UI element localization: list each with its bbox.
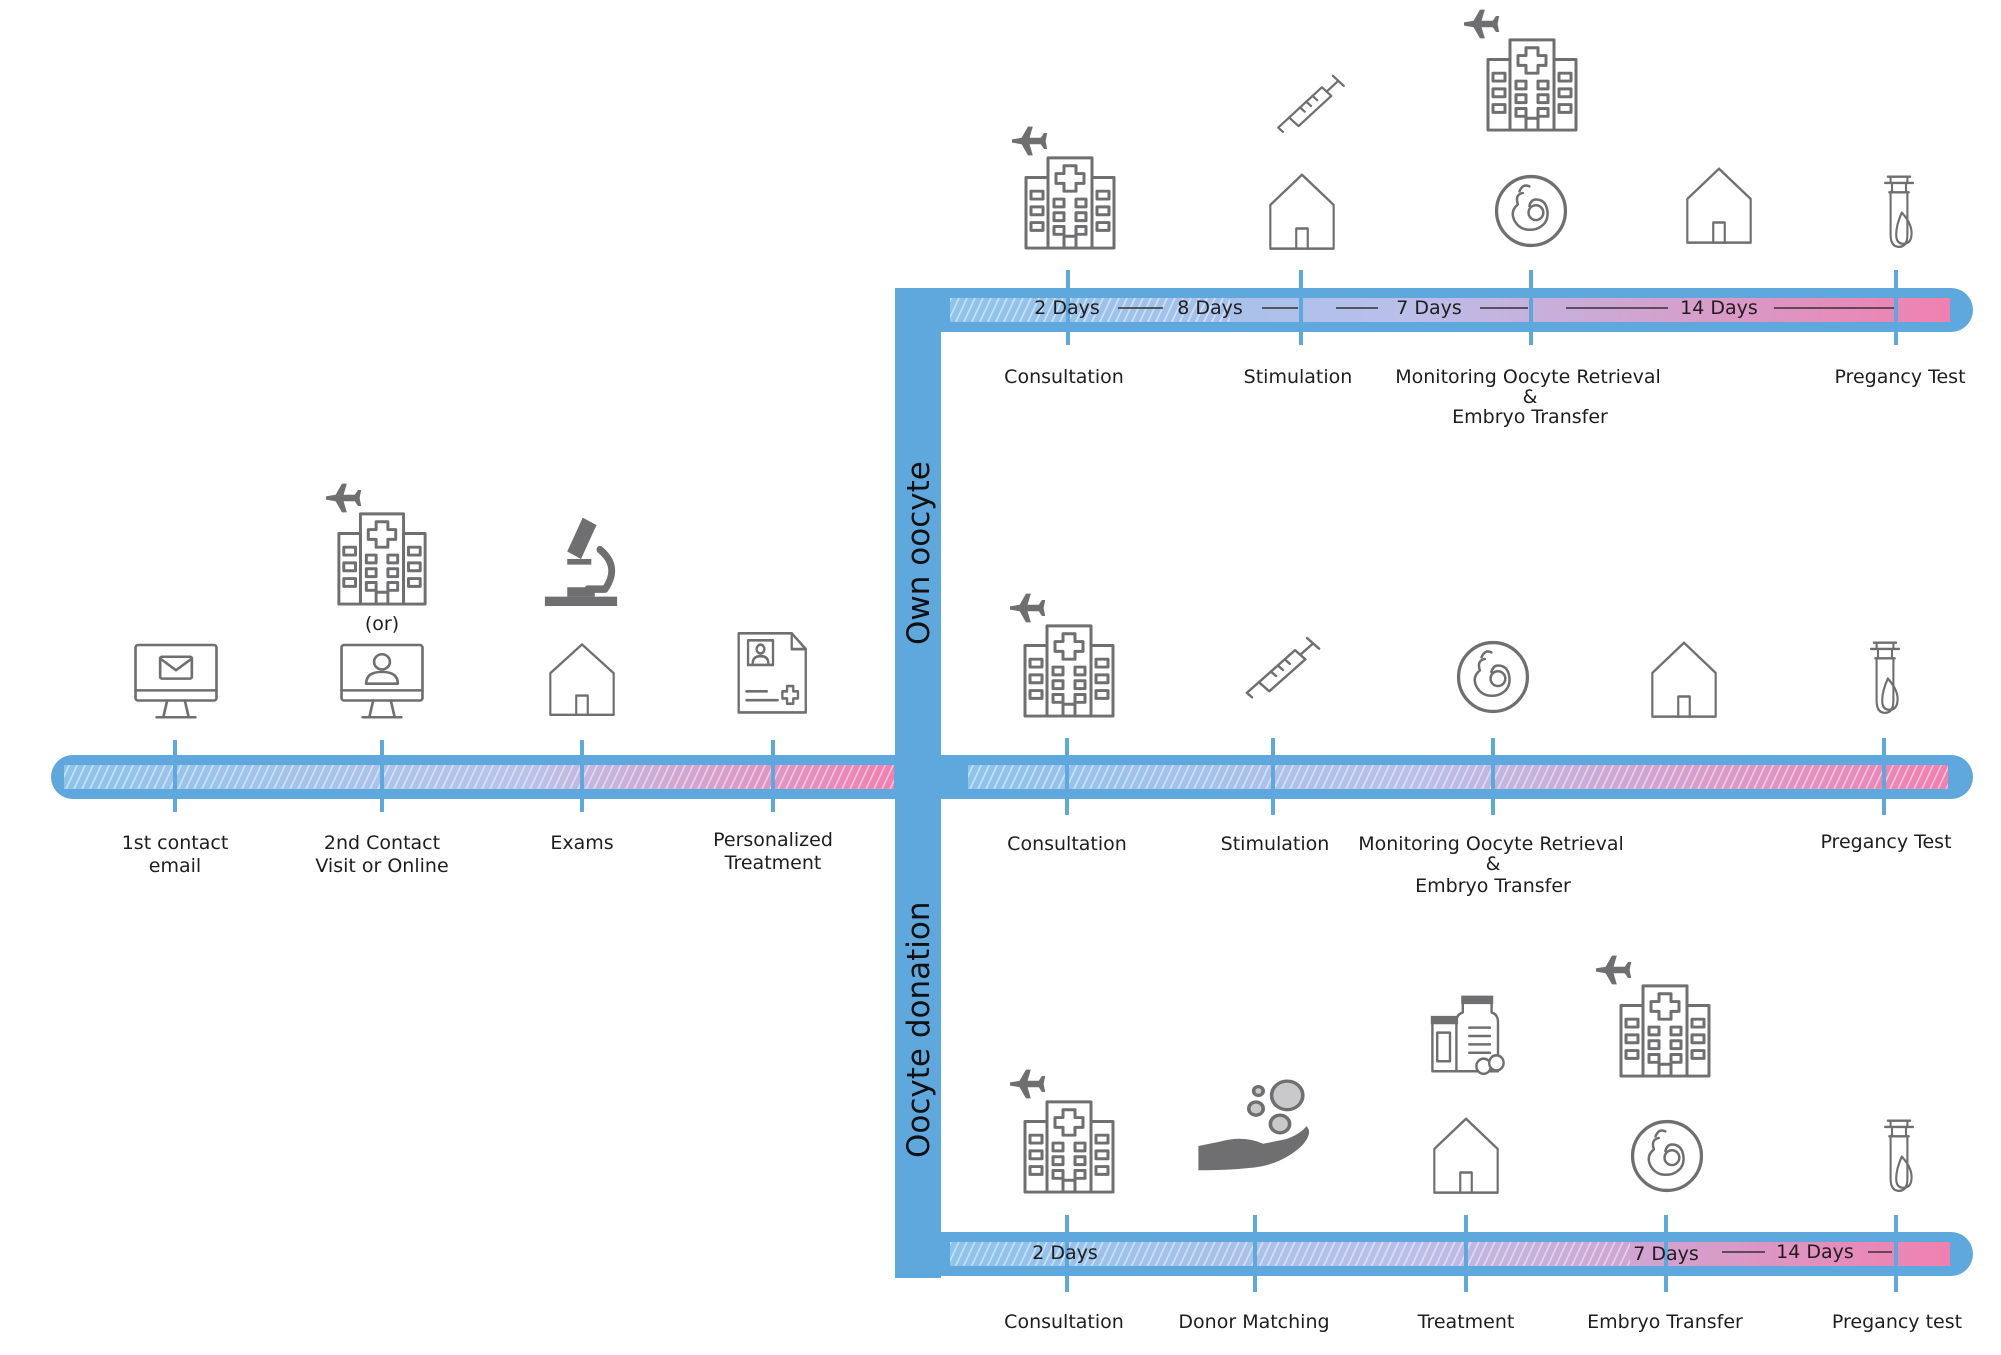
donation-step-4-label: Embryo Transfer	[1587, 1311, 1743, 1333]
medical-folder-icon	[737, 631, 808, 714]
duration-label: 14 Days	[1776, 1241, 1854, 1263]
own-top-step-1-label: Consultation	[1004, 366, 1124, 388]
hospital-icon	[1024, 156, 1116, 250]
own-top-step-2: Stimulation	[1244, 74, 1353, 388]
own-top-step-3-label-2: &	[1523, 386, 1538, 408]
medication-icon	[1429, 994, 1505, 1076]
own-top-step-5-label: Pregancy Test	[1834, 366, 1965, 388]
donation-step-5: Pregancy test	[1832, 1119, 1962, 1333]
syringe-icon	[1245, 636, 1321, 699]
donation-step-2: Donor Matching	[1178, 1079, 1330, 1333]
initial-step-3: Exams	[545, 518, 617, 854]
duration-label: 7 Days	[1396, 297, 1462, 319]
initial-step-4: Personalized Treatment	[713, 631, 833, 874]
test-tube-icon	[1869, 641, 1901, 715]
initial-step-2-label-2: Visit or Online	[315, 855, 448, 877]
initial-step-4-label-2: Treatment	[724, 852, 822, 874]
duration-label: 7 Days	[1633, 1243, 1699, 1265]
plane-icon	[1010, 593, 1046, 623]
own-top-step-3-label-3: Embryo Transfer	[1452, 406, 1608, 428]
embryo-icon	[1630, 1119, 1704, 1193]
initial-step-1-label-2: email	[149, 855, 201, 877]
donation-step-1: Consultation	[1004, 1069, 1124, 1333]
duration-label: 2 Days	[1034, 297, 1100, 319]
own-mid-step-3-label-3: Embryo Transfer	[1415, 875, 1571, 897]
monitor-person-icon	[340, 643, 424, 719]
donation-step-4: Embryo Transfer	[1587, 955, 1743, 1333]
own-mid-step-5: Pregancy Test	[1820, 641, 1952, 853]
donation-step-1-label: Consultation	[1004, 1311, 1124, 1333]
branch-label-oocyte-donation: Oocyte donation	[901, 901, 937, 1158]
microscope-icon	[545, 518, 617, 606]
own-top-step-2-label: Stimulation	[1244, 366, 1353, 388]
hospital-icon	[1619, 984, 1711, 1078]
own-mid-step-4	[1651, 641, 1717, 718]
own-top-step-1: Consultation	[1004, 126, 1124, 388]
branch-label-own-oocyte: Own oocyte	[901, 461, 937, 645]
own-mid-step-2-label: Stimulation	[1221, 833, 1330, 855]
hospital-icon	[337, 512, 427, 606]
plane-icon	[326, 483, 362, 513]
hospital-icon	[1023, 624, 1115, 718]
plane-icon	[1012, 126, 1048, 156]
hospital-icon	[1023, 1100, 1115, 1194]
initial-step-4-label: Personalized	[713, 829, 833, 851]
own-top-step-3-label: Monitoring Oocyte Retrieval	[1395, 366, 1661, 388]
embryo-icon	[1494, 174, 1568, 248]
duration-label: 14 Days	[1680, 297, 1758, 319]
own-mid-step-1-label: Consultation	[1007, 833, 1127, 855]
hand-bubbles-icon	[1196, 1079, 1311, 1172]
own-top-durations: 2 Days 8 Days 7 Days 14 Days	[1034, 297, 1894, 319]
syringe-icon	[1277, 74, 1345, 134]
initial-step-3-label: Exams	[550, 832, 613, 854]
initial-step-1: 1st contact email	[122, 643, 229, 877]
donation-step-2-label: Donor Matching	[1178, 1311, 1329, 1333]
donation-step-5-label: Pregancy test	[1832, 1311, 1962, 1333]
house-icon	[1433, 1117, 1499, 1194]
own-mid-step-2: Stimulation	[1221, 636, 1330, 855]
house-icon	[549, 643, 615, 716]
duration-label: 2 Days	[1032, 1242, 1098, 1264]
or-label: (or)	[365, 613, 399, 635]
plane-icon	[1464, 9, 1500, 39]
plane-icon	[1010, 1069, 1046, 1099]
hospital-icon	[1486, 38, 1578, 132]
own-top-step-5: Pregancy Test	[1834, 175, 1966, 388]
own-mid-step-3-label: Monitoring Oocyte Retrieval	[1358, 833, 1624, 855]
house-icon	[1686, 167, 1752, 244]
embryo-icon	[1456, 640, 1530, 714]
own-mid-step-5-label: Pregancy Test	[1820, 831, 1951, 853]
donation-durations: 2 Days 7 Days 14 Days	[1032, 1241, 1892, 1265]
own-mid-step-1: Consultation	[1007, 593, 1127, 855]
house-icon	[1269, 173, 1335, 250]
test-tube-icon	[1883, 1119, 1915, 1193]
own-top-step-4	[1686, 167, 1752, 244]
test-tube-icon	[1883, 175, 1915, 249]
donation-step-3-label: Treatment	[1417, 1311, 1515, 1333]
initial-step-1-label: 1st contact	[122, 832, 229, 854]
plane-icon	[1596, 955, 1632, 985]
own-top-step-3: Monitoring Oocyte Retrieval & Embryo Tra…	[1395, 9, 1661, 428]
donation-step-3: Treatment	[1417, 994, 1515, 1333]
initial-step-2: (or) 2nd Contact Visit or Online	[315, 483, 449, 877]
initial-step-2-label: 2nd Contact	[324, 832, 440, 854]
own-mid-step-3-label-2: &	[1486, 853, 1501, 875]
own-mid-step-3: Monitoring Oocyte Retrieval & Embryo Tra…	[1358, 640, 1624, 897]
duration-label: 8 Days	[1177, 297, 1243, 319]
house-icon	[1651, 641, 1717, 718]
